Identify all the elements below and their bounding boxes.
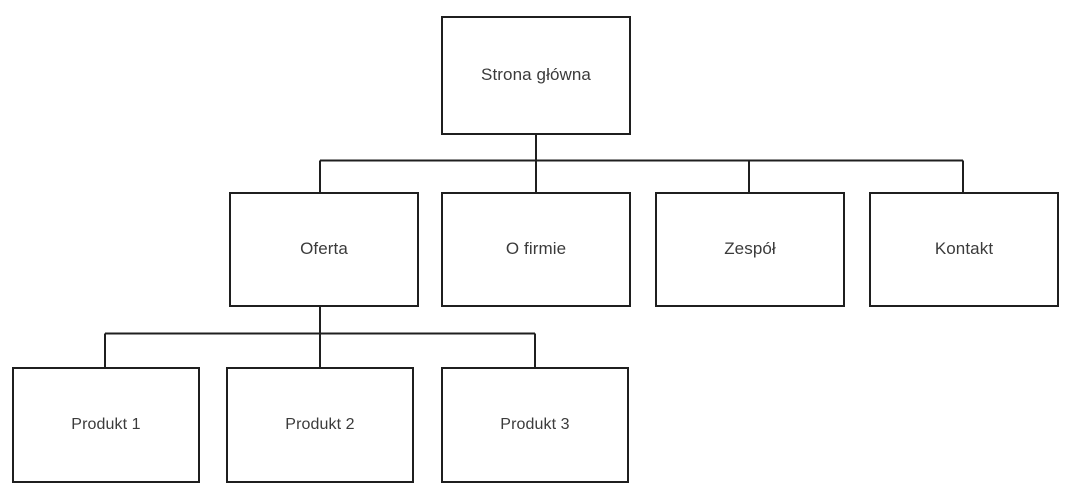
node-label-zespol: Zespół xyxy=(724,239,776,259)
node-label-produkt-3: Produkt 3 xyxy=(500,416,570,434)
node-produkt-1[interactable]: Produkt 1 xyxy=(12,367,200,483)
node-zespol[interactable]: Zespół xyxy=(655,192,845,307)
node-label-kontakt: Kontakt xyxy=(934,239,994,259)
node-oferta[interactable]: Oferta xyxy=(229,192,419,307)
node-produkt-2[interactable]: Produkt 2 xyxy=(226,367,414,483)
node-label-strona-glowna: Strona główna xyxy=(481,65,591,85)
node-label-o-firmie: O firmie xyxy=(505,239,567,259)
node-kontakt[interactable]: Kontakt xyxy=(869,192,1059,307)
node-label-produkt-2: Produkt 2 xyxy=(285,416,355,434)
node-o-firmie[interactable]: O firmie xyxy=(441,192,631,307)
node-label-oferta: Oferta xyxy=(300,239,348,259)
node-produkt-3[interactable]: Produkt 3 xyxy=(441,367,629,483)
node-strona-glowna[interactable]: Strona główna xyxy=(441,16,631,135)
node-label-produkt-1: Produkt 1 xyxy=(71,416,141,434)
